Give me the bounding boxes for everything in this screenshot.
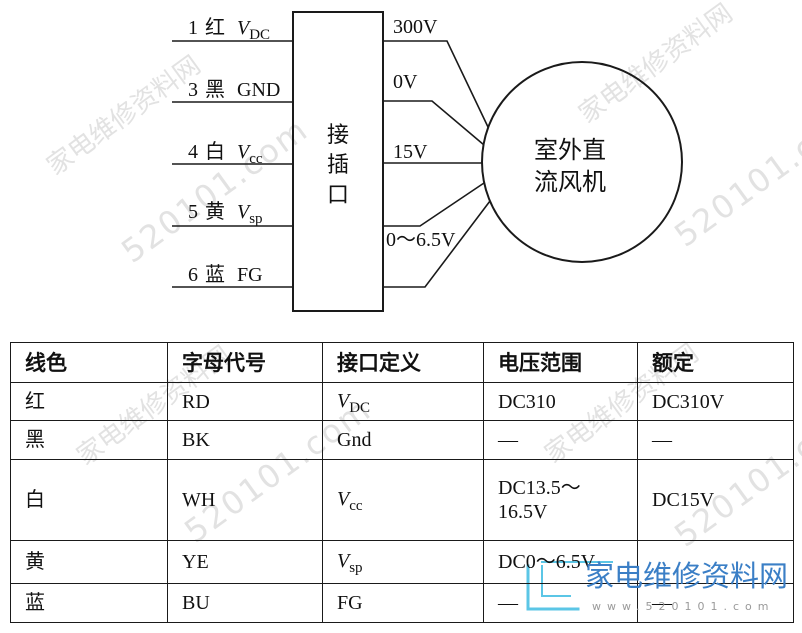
wire-number: 3: [188, 79, 198, 101]
cell-color: 蓝: [10, 583, 168, 623]
right-wire-2: [383, 100, 485, 146]
wire-number: 5: [188, 201, 198, 223]
motor-circle: [481, 61, 683, 263]
connector-label: 接 插 口: [293, 120, 383, 210]
signal-subscript: sp: [249, 211, 263, 227]
def-subscript: sp: [349, 560, 363, 576]
right-wire-5: [383, 200, 491, 288]
connector-char: 插: [326, 152, 349, 177]
def-subscript: cc: [349, 498, 363, 514]
signal-symbol: V: [237, 17, 250, 39]
cell-range: —: [483, 420, 638, 460]
voltage-label-2: 0V: [393, 71, 418, 93]
cell-rated: —: [637, 420, 794, 460]
motor-label: 室外直 流风机: [520, 134, 620, 198]
wire-spec-table: 线色 字母代号 接口定义 电压范围 额定 红 RD VDC DC310 DC31…: [10, 342, 794, 623]
wire-number: 1: [188, 17, 198, 39]
def-symbol: V: [337, 389, 350, 412]
motor-label-line: 流风机: [534, 168, 606, 196]
right-wire-4: [383, 182, 485, 227]
cell-range: —: [483, 583, 638, 623]
motor-label-line: 室外直: [534, 136, 606, 164]
wire-color: 白: [205, 141, 225, 163]
range-line: DC13.5～: [498, 477, 581, 499]
connector-box: [292, 11, 384, 312]
wire-color: 黄: [205, 201, 225, 223]
cell-rated: DC310V: [637, 382, 794, 421]
cell-code: YE: [167, 540, 323, 584]
cell-color: 黑: [10, 420, 168, 460]
table-row: 蓝 BU FG — —: [10, 583, 794, 623]
cell-code: BU: [167, 583, 323, 623]
cell-range: DC13.5～ 16.5V: [483, 459, 638, 541]
cell-color: 黄: [10, 540, 168, 584]
cell-definition: VDC: [322, 382, 484, 421]
table-row: 黑 BK Gnd — —: [10, 420, 794, 460]
cell-code: WH: [167, 459, 323, 541]
table-row: 红 RD VDC DC310 DC310V: [10, 382, 794, 421]
header-cell: 线色: [10, 342, 168, 383]
signal-subscript: DC: [249, 27, 271, 43]
voltage-label-3: 15V: [393, 141, 428, 163]
cell-color: 白: [10, 459, 168, 541]
signal-name: FG: [237, 264, 263, 286]
logo-domain: www.520101.com: [592, 600, 775, 613]
wire-color: 蓝: [205, 264, 225, 286]
header-cell: 字母代号: [167, 342, 323, 383]
table-header-row: 线色 字母代号 接口定义 电压范围 额定: [10, 342, 794, 383]
def-symbol: V: [337, 488, 350, 510]
signal-subscript: cc: [249, 151, 263, 167]
logo-site-name: 家电维修资料网: [585, 559, 789, 593]
voltage-label-1: 300V: [393, 16, 438, 38]
signal-name: GND: [237, 79, 281, 101]
cell-rated: —: [637, 583, 794, 623]
header-cell: 电压范围: [483, 342, 638, 383]
def-subscript: DC: [349, 399, 371, 416]
cell-code: BK: [167, 420, 323, 460]
header-cell: 接口定义: [322, 342, 484, 383]
cell-definition: FG: [322, 583, 484, 623]
wire-color: 红: [205, 17, 225, 39]
cell-range: DC310: [483, 382, 638, 421]
range-line: 16.5V: [498, 501, 548, 523]
header-cell: 额定: [637, 342, 794, 383]
wire-number: 4: [188, 141, 198, 163]
wire-number: 6: [188, 264, 198, 286]
connector-char: 口: [326, 182, 349, 207]
cell-definition: Vcc: [322, 459, 484, 541]
signal-symbol: V: [237, 141, 250, 163]
cell-range: DC0～6.5V: [483, 540, 638, 584]
right-wire-1: [383, 40, 489, 128]
cell-rated: DC15V: [637, 459, 794, 541]
cell-code: RD: [167, 382, 323, 421]
def-symbol: V: [337, 550, 350, 572]
cell-definition: Vsp: [322, 540, 484, 584]
voltage-label-4: 0～6.5V: [386, 229, 456, 251]
table-row: 白 WH Vcc DC13.5～ 16.5V DC15V: [10, 459, 794, 541]
cell-definition: Gnd: [322, 420, 484, 460]
table-row: 黄 YE Vsp DC0～6.5V: [10, 540, 794, 584]
wire-color: 黑: [205, 79, 225, 101]
signal-symbol: V: [237, 201, 250, 223]
connector-char: 接: [326, 122, 349, 147]
cell-color: 红: [10, 382, 168, 421]
